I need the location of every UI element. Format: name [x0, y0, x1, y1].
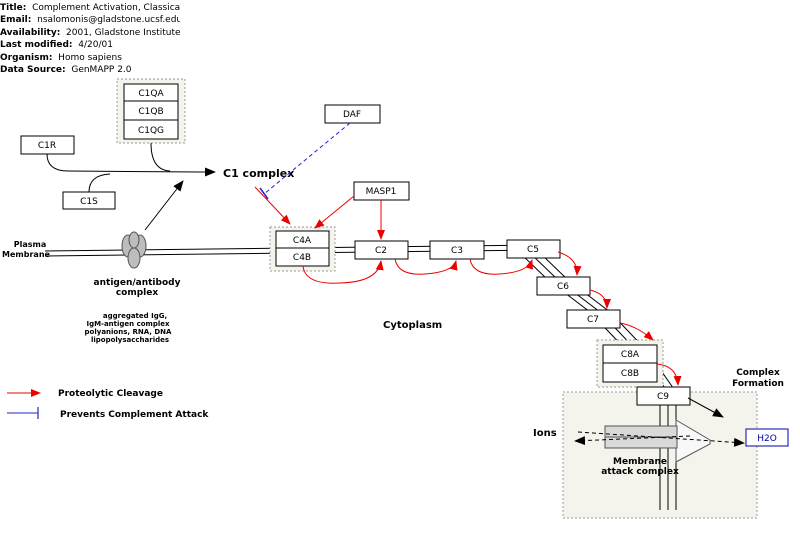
- gene-c2-label: C2: [375, 246, 387, 256]
- activator-1: aggregated IgG,: [103, 312, 167, 320]
- gene-c6[interactable]: [536, 276, 591, 296]
- gene-c4b[interactable]: [275, 247, 330, 267]
- gene-c8b-label: C8B: [621, 369, 639, 379]
- cleavage-arrows: [254, 186, 682, 386]
- activator-4: lipopolysaccharides: [91, 336, 169, 344]
- meta-email-row: Email: nsalomonis@gladstone.ucsf.edu: [0, 14, 180, 26]
- legend-cleavage-label: Proteolytic Cleavage: [58, 389, 163, 399]
- gene-h2o[interactable]: [745, 428, 789, 447]
- gene-c9-label: C9: [657, 392, 669, 402]
- c1-complex-label: C1 complex: [223, 167, 294, 180]
- gene-daf[interactable]: [324, 104, 381, 124]
- activator-3: polyanions, RNA, DNA: [85, 328, 173, 336]
- pathway-metadata: Title: Complement Activation, Classica E…: [0, 2, 180, 76]
- gene-c5[interactable]: [506, 239, 561, 259]
- gene-c2[interactable]: [354, 240, 409, 260]
- gene-daf-label: DAF: [343, 110, 361, 120]
- gene-c1qg-label: C1QG: [138, 126, 164, 136]
- gene-h2o-label: H2O: [757, 434, 777, 444]
- cytoplasm-label: Cytoplasm: [383, 320, 442, 331]
- gene-c3[interactable]: [429, 240, 485, 260]
- legend-inhibition-label: Prevents Complement Attack: [60, 410, 209, 420]
- antigen-label-1: antigen/antibody: [94, 278, 181, 288]
- antigen-antibody-icon: [121, 231, 147, 269]
- daf-inhibition: [263, 122, 351, 195]
- meta-modified: 4/20/01: [78, 40, 113, 51]
- plasma-label: Plasma: [14, 240, 47, 249]
- meta-organism: Homo sapiens: [58, 52, 122, 63]
- gene-c4a-label: C4A: [293, 236, 312, 246]
- mac-label-1: Membrane: [613, 457, 667, 467]
- gene-c6-label: C6: [557, 282, 569, 292]
- meta-source-row: Data Source: GenMAPP 2.0: [0, 65, 132, 76]
- membrane-label: Membrane: [2, 250, 50, 259]
- meta-source: GenMAPP 2.0: [71, 65, 132, 76]
- activator-list: aggregated IgG, IgM-antigen complex poly…: [85, 312, 173, 344]
- meta-title-row: Title: Complement Activation, Classica: [0, 3, 180, 13]
- gene-c4b-label: C4B: [293, 253, 311, 263]
- gene-c3-label: C3: [451, 246, 463, 256]
- activator-2: IgM-antigen complex: [86, 320, 170, 328]
- ion-flow-lines: [574, 397, 745, 447]
- meta-availability-row: Availability: 2001, Gladstone Institute: [0, 27, 180, 38]
- gene-c1qb-label: C1QB: [138, 107, 163, 117]
- meta-modified-row: Last modified: 4/20/01: [0, 40, 113, 51]
- gene-c1qa-label: C1QA: [138, 89, 164, 99]
- mac-structure: [604, 419, 711, 463]
- gene-masp1-label: MASP1: [366, 187, 397, 197]
- membrane-diagonal: [519, 252, 677, 510]
- gene-c8a-label: C8A: [621, 350, 640, 360]
- gene-c7-label: C7: [587, 315, 599, 325]
- gene-c7[interactable]: [566, 309, 621, 329]
- mac-label-2: attack complex: [601, 467, 679, 477]
- complex-formation-label-2: Formation: [732, 379, 784, 389]
- meta-organism-row: Organism: Homo sapiens: [0, 52, 122, 63]
- daf-inhibition-bar: [259, 187, 269, 200]
- meta-title: Complement Activation, Classica: [32, 3, 180, 13]
- gene-c1r-label: C1R: [38, 141, 56, 151]
- gene-c1qg[interactable]: [123, 119, 179, 140]
- gene-c9[interactable]: [636, 386, 691, 406]
- antigen-label-2: complex: [116, 288, 159, 298]
- gene-c5-label: C5: [527, 245, 539, 255]
- meta-availability: 2001, Gladstone Institute: [66, 27, 180, 38]
- gene-c1s-label: C1S: [80, 197, 98, 207]
- gene-c8b[interactable]: [602, 362, 658, 383]
- ions-label: Ions: [533, 428, 557, 439]
- c1-assembly-lines: [46, 142, 216, 231]
- meta-email: nsalomonis@gladstone.ucsf.edu: [37, 15, 180, 26]
- complex-formation-label-1: Complex: [736, 368, 780, 378]
